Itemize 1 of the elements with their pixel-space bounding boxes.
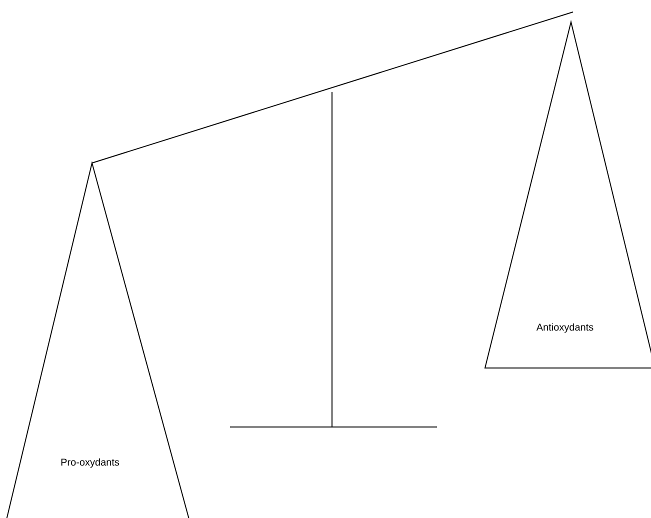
beam: [92, 12, 574, 164]
